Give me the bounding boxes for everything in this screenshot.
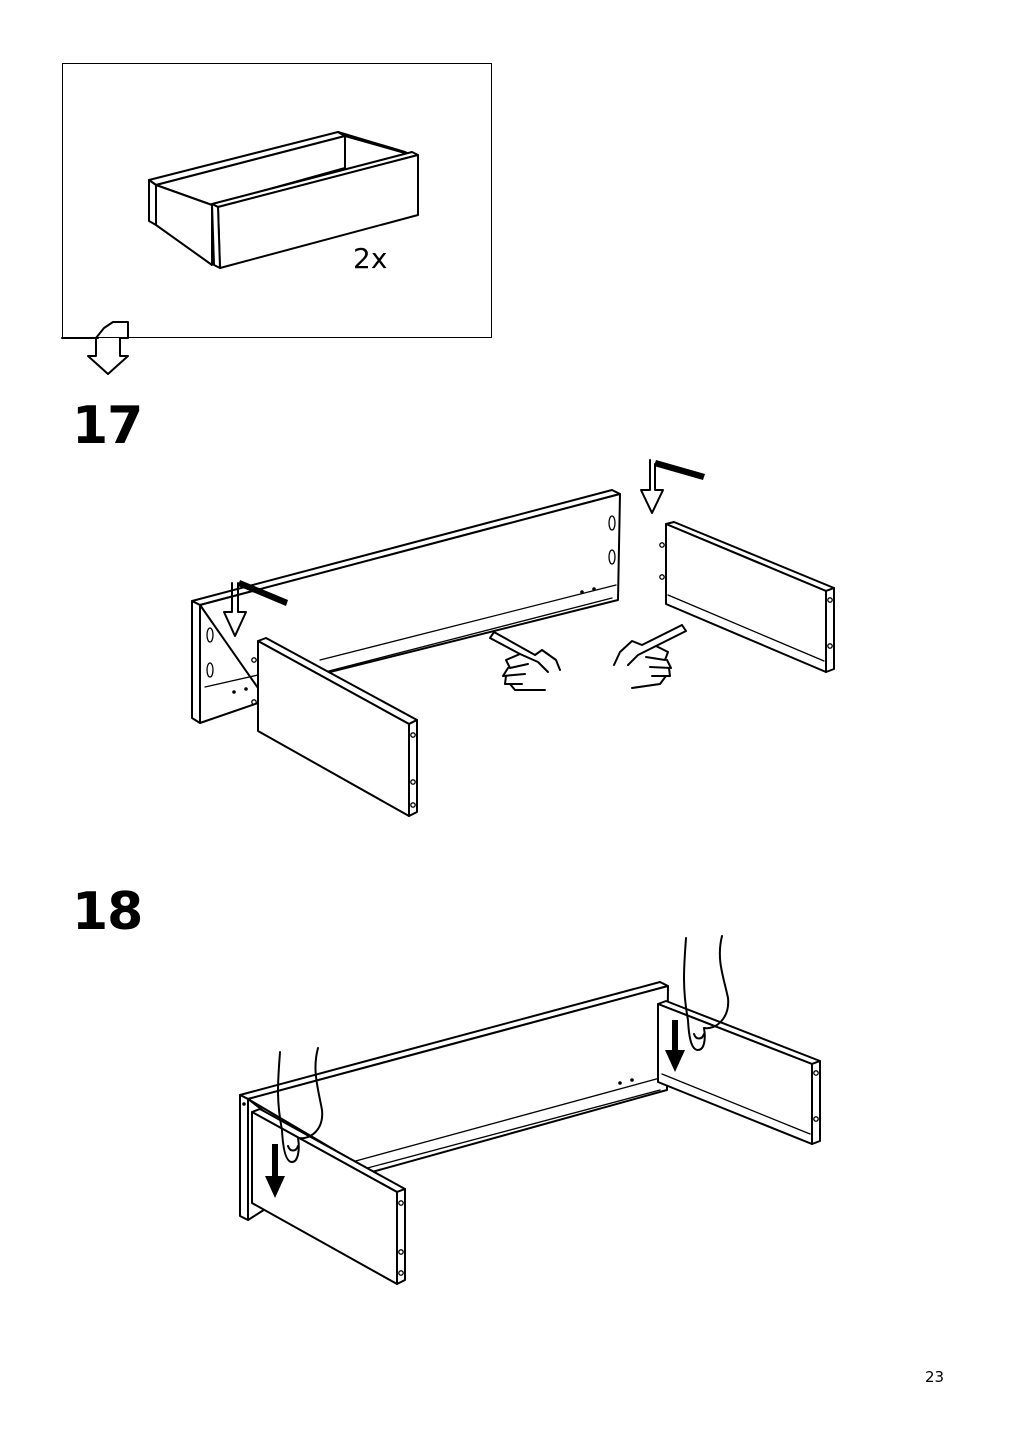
quantity-label: 2x	[353, 242, 388, 275]
step-number-17: 17	[72, 396, 143, 456]
step-number-18: 18	[72, 882, 143, 942]
pointing-hand-icon	[613, 624, 687, 689]
continue-arrow-icon	[61, 321, 129, 375]
page-number: 23	[925, 1368, 945, 1386]
down-arrow-icon	[665, 1020, 685, 1072]
drawer-illustration	[148, 131, 419, 269]
intro-panel	[62, 63, 492, 338]
down-arrow-icon	[265, 1144, 285, 1198]
step-17-illustration	[191, 459, 835, 817]
insert-arrow-icon	[640, 459, 705, 514]
hand-icon	[277, 1047, 324, 1163]
pointing-hand-icon	[489, 631, 561, 691]
step-18-illustration	[239, 935, 821, 1285]
hand-icon	[683, 935, 730, 1051]
insert-arrow-icon	[223, 580, 288, 637]
